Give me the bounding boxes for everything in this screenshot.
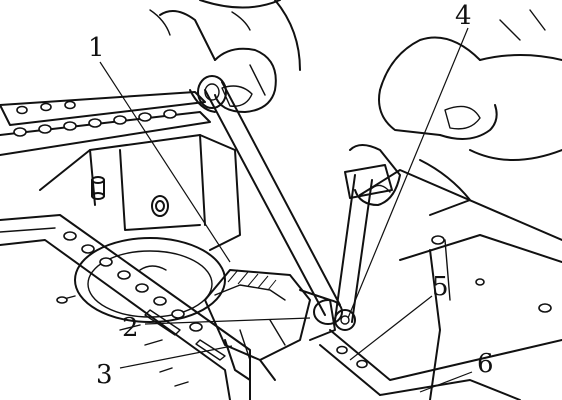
callout-4: 4 bbox=[455, 1, 472, 31]
lower-deck-bolt-holes bbox=[63, 231, 203, 332]
long-wrench bbox=[197, 75, 343, 325]
right-hand bbox=[349, 9, 562, 216]
leader-5 bbox=[349, 295, 433, 361]
leader-1 bbox=[99, 61, 231, 263]
leader-6 bbox=[419, 371, 473, 393]
callout-3: 3 bbox=[96, 360, 113, 390]
leader-4 bbox=[347, 27, 469, 319]
left-hand bbox=[149, 0, 301, 113]
callout-2: 2 bbox=[122, 313, 139, 343]
callout-5: 5 bbox=[432, 272, 449, 302]
leader-lines bbox=[99, 27, 473, 393]
leader-2 bbox=[144, 317, 311, 325]
upper-flange-bolt-holes bbox=[13, 100, 177, 137]
leader-3 bbox=[119, 345, 233, 369]
short-wrench bbox=[334, 164, 393, 331]
callout-1: 1 bbox=[88, 33, 105, 63]
callout-6: 6 bbox=[477, 349, 494, 379]
